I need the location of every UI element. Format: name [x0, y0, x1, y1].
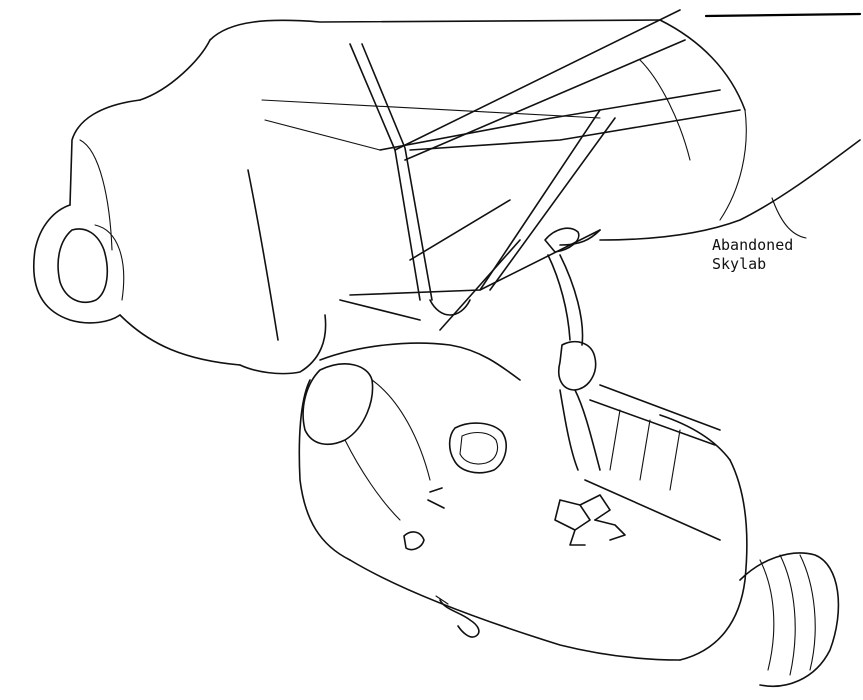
abandoned-skylab-label: Abandoned Skylab	[712, 236, 793, 274]
astronaut-figure	[547, 254, 601, 471]
skylab-station	[33, 19, 861, 375]
solar-panel-edge	[704, 12, 862, 18]
apollo-command-module	[298, 342, 840, 687]
label-line-1: Abandoned	[712, 236, 794, 254]
label-line-2: Skylab	[712, 255, 767, 273]
docking-truss	[339, 9, 741, 331]
